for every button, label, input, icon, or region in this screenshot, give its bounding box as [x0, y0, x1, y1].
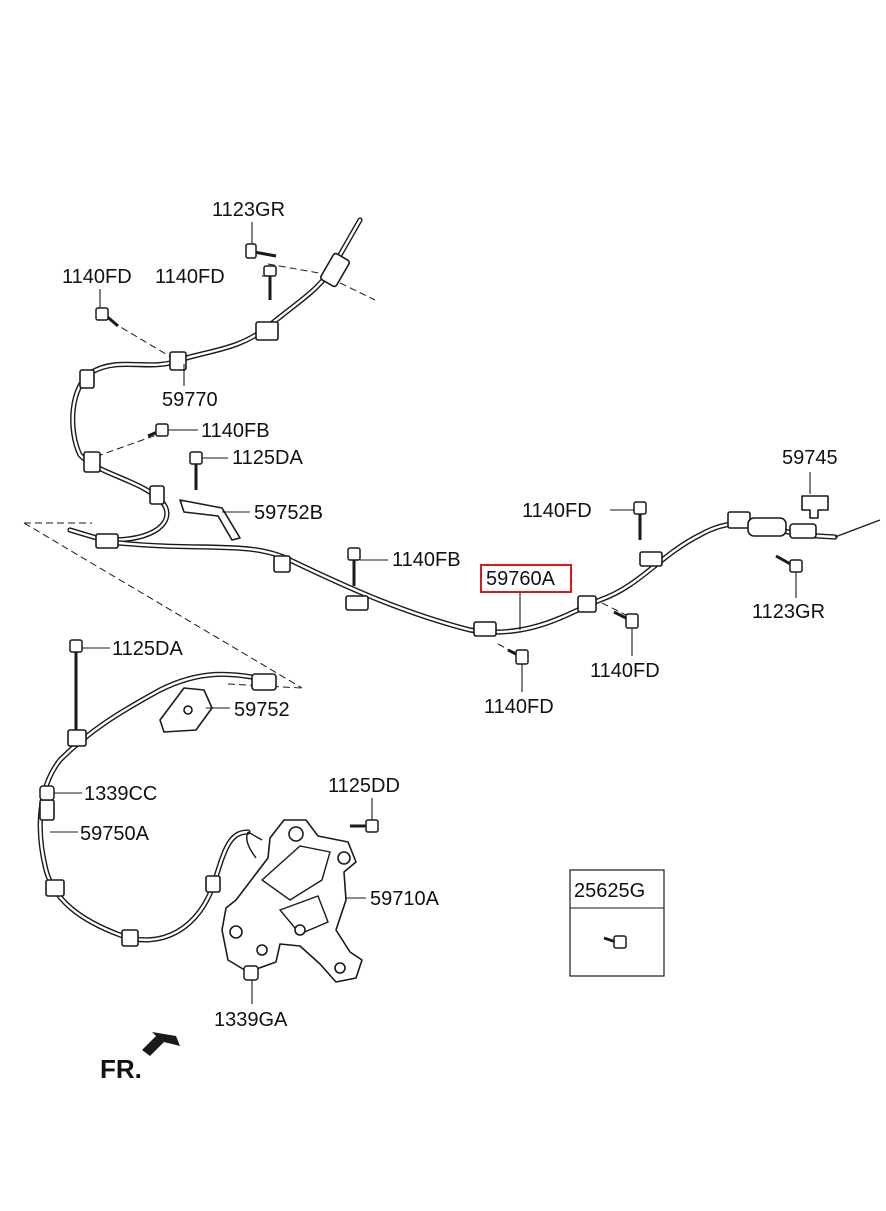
nut-1339ga[interactable]	[243, 965, 259, 981]
label-1125da-upper: 1125DA	[232, 447, 303, 469]
bolt-1140fb-upper[interactable]	[147, 423, 169, 438]
label-1140fb-upper: 1140FB	[201, 420, 270, 442]
cable-59760a[interactable]	[67, 519, 881, 635]
nut-1339cc[interactable]	[39, 785, 55, 801]
label-1140fd-left: 1140FD	[62, 266, 132, 288]
label-59760a[interactable]: 59760A	[486, 568, 556, 590]
inset-25625g[interactable]: 25625G	[569, 869, 665, 977]
label-59745: 59745	[782, 447, 838, 469]
leader-lines	[50, 222, 811, 1004]
bolt-1140fb-center[interactable]	[347, 547, 361, 586]
label-1123gr-top: 1123GR	[212, 199, 285, 221]
label-1123gr-right: 1123GR	[752, 601, 825, 623]
front-label: FR.	[100, 1054, 142, 1084]
bolt-1125da-upper[interactable]	[189, 451, 203, 490]
label-1140fd-lower: 1140FD	[484, 696, 554, 718]
bolt-1140fd-right[interactable]	[633, 501, 647, 540]
label-1140fd-lower-right: 1140FD	[590, 660, 660, 682]
inset-25625g-frame	[569, 869, 665, 977]
bolt-1140fd-center[interactable]	[263, 265, 277, 300]
label-1125dd: 1125DD	[328, 775, 400, 797]
label-1125da-lower: 1125DA	[112, 638, 183, 660]
label-1140fd-center: 1140FD	[155, 266, 225, 288]
cable-59750a-hardware	[39, 673, 277, 947]
bolt-1125da-lower[interactable]	[69, 639, 83, 730]
label-59752b: 59752B	[254, 502, 323, 524]
label-59750a: 59750A	[80, 823, 150, 845]
cable-59760a-hardware	[95, 511, 817, 637]
highlight-box-59760a	[480, 564, 572, 593]
cable-59770-hardware	[79, 252, 350, 505]
label-59710a: 59710A	[370, 888, 440, 910]
part-labels: 1123GR 1140FD 1140FD 59770 1140FB 1125DA…	[62, 199, 838, 1031]
label-1140fb-center: 1140FB	[392, 549, 461, 571]
bolt-1125dd[interactable]	[350, 819, 379, 833]
label-1339ga: 1339GA	[214, 1009, 288, 1031]
bolt-1140fd-left[interactable]	[95, 307, 119, 328]
label-59770: 59770	[162, 389, 218, 411]
front-arrow-icon	[142, 1032, 180, 1056]
bolt-1140fd-lower-right[interactable]	[613, 610, 639, 629]
bracket-59752[interactable]	[159, 687, 213, 733]
label-25625g: 25625G	[574, 880, 645, 902]
clip-59745[interactable]	[801, 495, 829, 519]
bolt-1123gr-top[interactable]	[245, 243, 277, 259]
projection-lines	[23, 263, 629, 689]
label-59752: 59752	[234, 699, 290, 721]
bolt-25625g	[603, 935, 627, 949]
label-1339cc: 1339CC	[84, 783, 157, 805]
label-1140fd-right: 1140FD	[522, 500, 592, 522]
bolt-1140fd-lower[interactable]	[507, 648, 529, 665]
parking-brake-lever-59710a[interactable]	[221, 819, 363, 983]
bolt-1123gr-right[interactable]	[775, 554, 803, 573]
front-direction-indicator: FR.	[100, 1032, 180, 1084]
bracket-59752b[interactable]	[179, 499, 241, 541]
